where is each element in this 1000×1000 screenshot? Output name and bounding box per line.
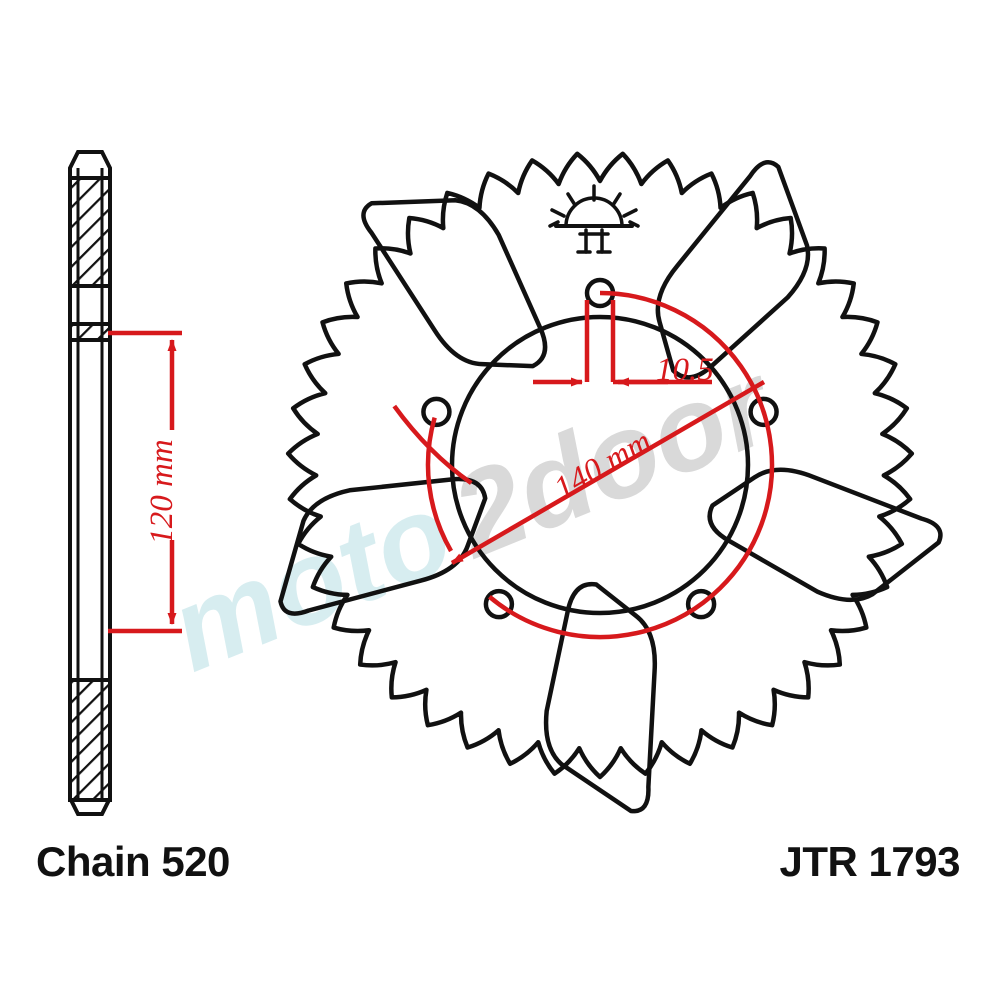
sunrise-ray-upleft: [566, 192, 577, 207]
bolt-hole: [421, 396, 452, 428]
sunrise-ray-left: [550, 208, 566, 218]
side-section-view: [68, 150, 112, 816]
bolt-circle-arc: [487, 290, 775, 640]
bolt-hole: [483, 588, 515, 620]
side-view-hatch-top: [68, 176, 112, 288]
lightening-hole: [361, 198, 548, 369]
sunrise-ray-right: [622, 208, 638, 218]
dimension-thickness-label: 120 mm: [144, 439, 180, 544]
dimension-bolt-circle: [392, 290, 775, 640]
surface-finish-icon: [548, 184, 640, 254]
side-view-band-top: [68, 284, 112, 326]
dimension-bolt-hole-label: 10.5: [656, 352, 714, 388]
sunrise-ray-upright: [611, 192, 622, 207]
dimension-bolt-hole: [533, 300, 712, 387]
part-number-label: JTR 1793: [780, 838, 960, 885]
bolt-circle-leader: [450, 380, 766, 565]
side-view-hatch-bottom: [68, 678, 112, 802]
bolt-hole: [685, 588, 717, 620]
sprocket-teeth-outline: [285, 151, 915, 780]
bolt-hole-group: [421, 277, 779, 620]
sunrise-ray-farright: [628, 220, 640, 228]
bolt-hole: [748, 396, 779, 428]
side-view-hatch-band: [68, 322, 112, 342]
center-bore: [449, 314, 751, 616]
dimension-thickness: [108, 330, 182, 634]
bolt-circle-tick: [392, 404, 473, 485]
sunrise-ray-farleft: [548, 220, 560, 228]
chain-label: Chain 520: [36, 838, 230, 885]
bolt-circle-arc-lower: [425, 416, 453, 553]
side-view-web: [68, 338, 112, 682]
